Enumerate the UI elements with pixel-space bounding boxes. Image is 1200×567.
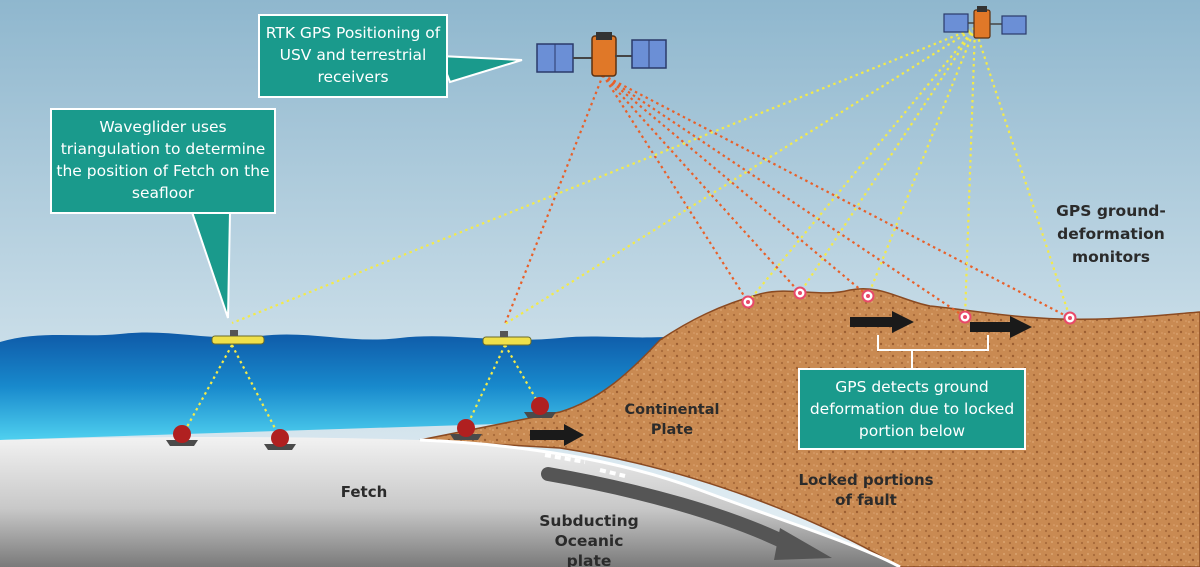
seafloor-sensor-icon (166, 425, 198, 446)
locked-fault-label: Locked portions of fault (798, 471, 934, 509)
continental-plate-label: Continental Plate (624, 402, 720, 438)
satellite-icon (536, 32, 667, 77)
motion-arrow-icon (970, 316, 1032, 338)
fetch-label: Fetch (340, 483, 388, 501)
waveglider-icon (211, 330, 265, 345)
gps-monitors-label: GPS ground-deformation monitors (1056, 202, 1166, 266)
waveglider-callout-text: Waveglider uses triangulation to determi… (56, 118, 270, 202)
gps-detects-callout: GPS detects ground deformation due to lo… (798, 368, 1026, 450)
seafloor-sensor-icon (524, 397, 556, 418)
ocean (0, 332, 680, 440)
gps-detects-callout-text: GPS detects ground deformation due to lo… (809, 378, 1015, 440)
oceanic-plate (0, 437, 900, 567)
motion-arrow-icon (850, 311, 914, 333)
rtk-callout: RTK GPS Positioning of USV and terrestri… (258, 14, 448, 98)
subduction-arrow-shaft (541, 467, 797, 552)
motion-arrow-icon (530, 424, 584, 446)
plate-boundary (419, 438, 901, 567)
rtk-callout-text: RTK GPS Positioning of USV and terrestri… (265, 24, 441, 86)
seafloor-sensor-icon (264, 429, 296, 450)
waveglider-callout: Waveglider uses triangulation to determi… (50, 108, 276, 214)
subducting-plate-label: Subducting Oceanic plate (539, 512, 639, 567)
seafloor-sensor-icon (450, 419, 482, 440)
yellow-signal-lines (231, 26, 1072, 325)
satellite-icon (943, 6, 1027, 39)
orange-signal-lines (503, 74, 1071, 325)
waveglider-icon (482, 331, 532, 346)
subduction-arrow-head (774, 528, 832, 560)
